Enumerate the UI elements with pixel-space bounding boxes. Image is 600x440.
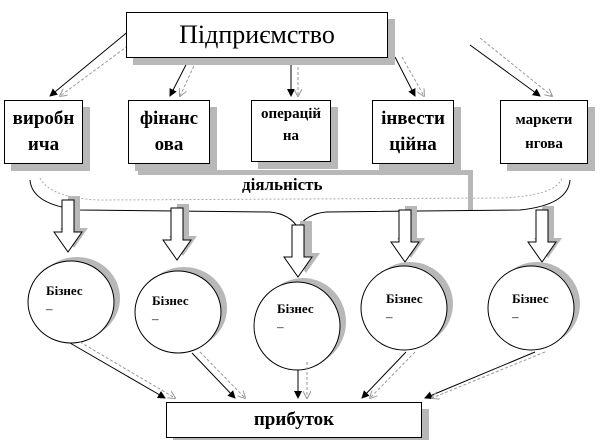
enterprise-title: Підприємство (179, 20, 335, 49)
activity-line: ова (154, 134, 184, 155)
activity-investment: інвести ційна (372, 100, 454, 164)
activity-line: фінанс (139, 108, 199, 129)
group-label: діяльність (242, 175, 323, 194)
business-1: Бізнес– (46, 283, 83, 316)
business-3: Бізнес– (277, 301, 314, 334)
profit-box: прибуток (166, 402, 422, 438)
business-circles (27, 257, 580, 371)
activity-line: на (282, 128, 300, 144)
activity-line: виробн (12, 108, 75, 129)
profit-label: прибуток (253, 409, 335, 430)
shadow-strip (138, 170, 473, 175)
activity-line: ича (27, 134, 60, 155)
activity-line: маркети (515, 112, 573, 128)
activity-line: ційна (389, 134, 437, 155)
activity-production: виробн ича (4, 100, 83, 164)
business-5: Бізнес– (512, 291, 549, 324)
business-4: Бізнес– (386, 291, 423, 324)
bottom-arrows (69, 342, 536, 399)
top-arrows (49, 29, 541, 97)
activity-operational: операцій на (251, 100, 331, 162)
activity-line: нгова (525, 136, 563, 152)
activity-line: операцій (260, 106, 322, 122)
activity-marketing: маркети нгова (500, 100, 588, 164)
activity-financial: фінанс ова (128, 100, 210, 164)
hollow-arrows (53, 196, 562, 278)
business-2: Бізнес– (152, 293, 189, 326)
activity-line: інвести (381, 108, 445, 129)
enterprise-box: Підприємство (126, 12, 388, 58)
